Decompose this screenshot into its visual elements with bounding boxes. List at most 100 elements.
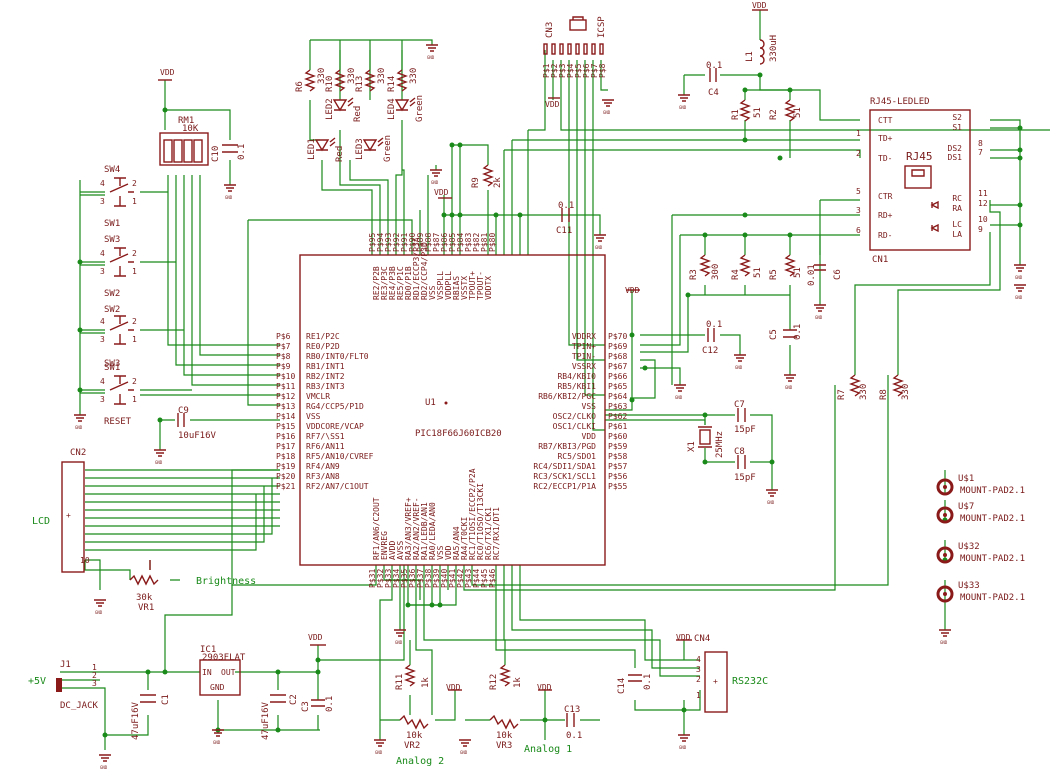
u1-pin-label: TPIN- xyxy=(572,352,596,361)
svg-text:2: 2 xyxy=(132,179,137,188)
u1-pin-label: VSS xyxy=(436,545,445,560)
svg-text:2: 2 xyxy=(92,671,97,680)
l1-name: L1 xyxy=(745,51,755,62)
svg-text:GND: GND xyxy=(431,180,439,185)
ground-icon: GND xyxy=(602,99,614,115)
u1-pin-number: P$92 xyxy=(392,233,401,252)
svg-text:MOUNT-PAD2.1: MOUNT-PAD2.1 xyxy=(960,554,1025,564)
u1-pin-number: P$64 xyxy=(608,392,627,401)
svg-text:GND: GND xyxy=(395,640,403,645)
rj45-pin-number: 11 xyxy=(978,189,988,198)
u1-pin-label: RC5/SDO1 xyxy=(557,452,596,461)
svg-text:Red: Red xyxy=(353,106,363,122)
svg-text:4: 4 xyxy=(100,317,105,326)
svg-text:2: 2 xyxy=(132,249,137,258)
analog-section: R11 1k R12 1k 10k VR2 10k VR3 Analog 2 A… xyxy=(395,664,582,767)
u1-pin-label: RC3/SCK1/SCL1 xyxy=(533,472,596,481)
u1-pin-number: P$15 xyxy=(276,422,295,431)
u1-pin-number: P$69 xyxy=(608,342,627,351)
cn4-name: CN4 xyxy=(694,634,710,644)
c9-capacitor: C9 10uF16V xyxy=(177,406,217,441)
rj45-pin-label: TD+ xyxy=(878,134,893,143)
r1-r2-resistors: R1 51 R2 51 xyxy=(731,99,803,122)
vr1-brightness-pot: 30k VR1 Brightness xyxy=(129,560,256,613)
ground-icon: GND xyxy=(939,629,951,645)
u1-left-pins: RE1/P2CP$6RE0/P2DP$7RB0/INT0/FLT0P$8RB1/… xyxy=(276,332,374,491)
c2-c3-capacitors: 47uF16V C2 C3 0.1 VDD xyxy=(261,633,335,740)
r8-name: R8 xyxy=(879,389,889,400)
r11-name: R11 xyxy=(395,674,405,690)
wires xyxy=(60,10,1050,750)
svg-text:1: 1 xyxy=(132,197,137,206)
ground-icon: GND xyxy=(814,304,826,320)
u1-pin-label: RA1/LEDB/AN1 xyxy=(420,502,429,560)
svg-text:GND: GND xyxy=(155,460,163,465)
c11-name: C11 xyxy=(556,226,572,236)
switch-name: SW1 xyxy=(104,363,120,373)
ground-icon: GND xyxy=(394,629,406,645)
ground-icon: GND xyxy=(674,384,686,400)
u1-pin-number: P$80 xyxy=(488,233,497,252)
u1-pin-label: RF3/AN8 xyxy=(306,472,340,481)
c14-value: 0.1 xyxy=(643,674,653,690)
u1-pin-number: P$56 xyxy=(608,472,627,481)
u1-pin-label: AVSS xyxy=(396,541,405,560)
u1-pin-label: VSSTX xyxy=(460,276,469,300)
u1-pin-label: RF2/AN7/C1OUT xyxy=(306,482,369,491)
u1-pin-number: P$35 xyxy=(400,569,409,588)
lcd-net-label: LCD xyxy=(32,516,50,527)
ground-symbols: GNDGNDGNDGNDGNDGNDGNDGNDGNDGNDGNDGNDGNDG… xyxy=(74,44,1026,770)
c6-name: C6 xyxy=(833,269,843,280)
svg-text:Green: Green xyxy=(415,95,425,122)
u1-pin-label: RA0/LEDA/AN0 xyxy=(428,502,437,560)
c9-name: C9 xyxy=(178,406,189,416)
ground-icon: GND xyxy=(154,449,166,465)
ground-icon: GND xyxy=(459,739,471,755)
cn3-name: CN3 xyxy=(545,22,555,38)
svg-text:3: 3 xyxy=(696,665,701,674)
u1-name: U1 xyxy=(425,398,436,408)
svg-text:3: 3 xyxy=(100,395,105,404)
ground-icon: GND xyxy=(426,44,438,60)
u1-pin-number: P$43 xyxy=(464,569,473,588)
c14-name: C14 xyxy=(617,678,627,694)
u1-pin-number: P$57 xyxy=(608,462,627,471)
brightness-label: Brightness xyxy=(196,576,256,587)
switch-name: SW2 xyxy=(104,289,120,299)
r4-name: R4 xyxy=(731,269,741,280)
c6-value: 0.01 xyxy=(807,264,817,286)
analog2-label: Analog 2 xyxy=(396,756,444,767)
rm1-name: RM1 xyxy=(178,116,194,126)
svg-text:2: 2 xyxy=(132,377,137,386)
u1-pin-label: VDDPLL xyxy=(444,271,453,300)
u1-part-number: PIC18F66J60ICB20 xyxy=(415,429,502,439)
u1-pin-label: RBIAS xyxy=(452,276,461,300)
u1-pin-label: RD0/P1B xyxy=(404,266,413,300)
r7-name: R7 xyxy=(837,389,847,400)
u1-pin-label: RB2/INT2 xyxy=(306,372,345,381)
u1-pin-label: RC6/TX1/CK1 xyxy=(484,507,493,560)
ground-icon: GND xyxy=(212,729,224,745)
svg-text:U$32: U$32 xyxy=(958,542,980,552)
c2-value: 47uF16V xyxy=(261,701,271,740)
led-ra-icon xyxy=(930,200,939,210)
c4-name: C4 xyxy=(708,88,719,98)
u1-pin-label: RF5/AN10/CVREF xyxy=(306,452,374,461)
r2-name: R2 xyxy=(769,109,779,120)
rj45-pin-number: 2 xyxy=(856,149,861,158)
rm1-value: 10K xyxy=(182,124,199,134)
c11-value: 0.1 xyxy=(558,201,574,211)
u1-pin-number: P$83 xyxy=(464,233,473,252)
svg-text:U$33: U$33 xyxy=(958,581,980,591)
u1-pin-number: P$62 xyxy=(608,412,627,421)
j1-part: DC_JACK xyxy=(60,701,99,711)
